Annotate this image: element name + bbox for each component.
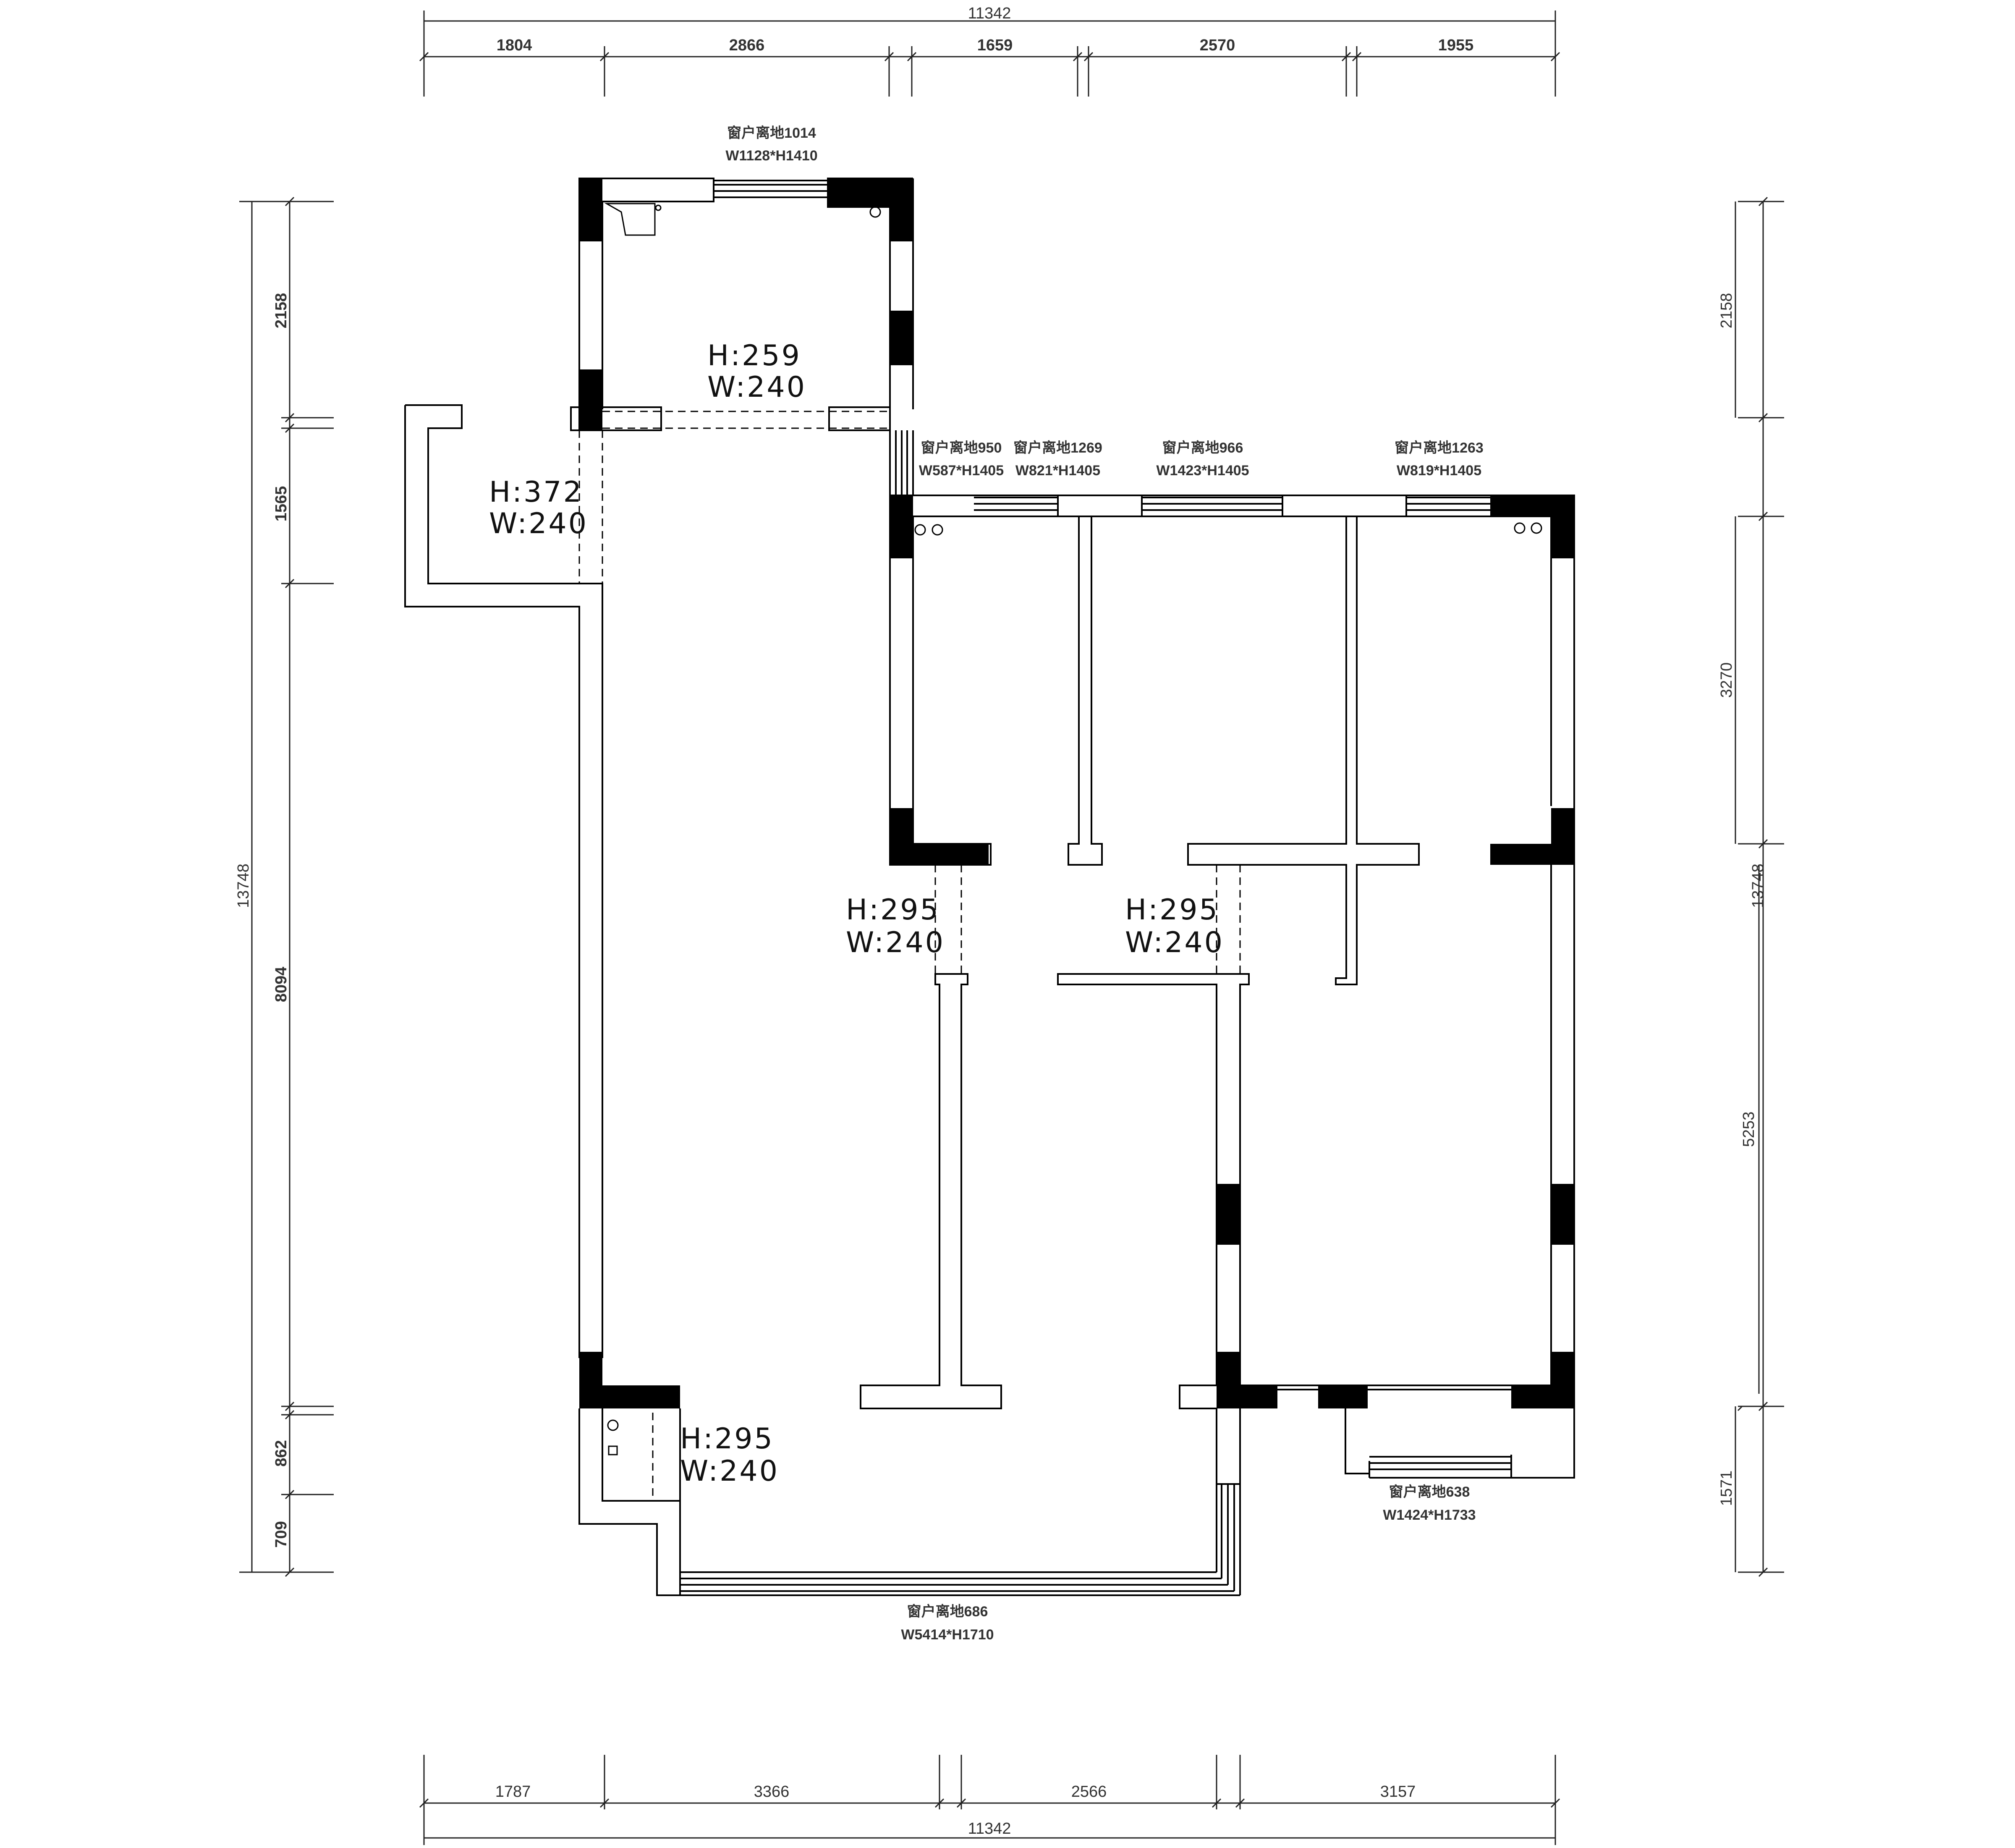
left-dim-3: 8094 <box>272 967 290 1003</box>
right-dim-4: 1571 <box>1718 1471 1735 1506</box>
bottom-dim-2: 3366 <box>754 1783 790 1801</box>
window-label-bedroom-2: 窗户离地966 W1423*H1405 <box>1156 440 1249 479</box>
walls <box>404 178 1575 1596</box>
top-total-dim: 11342 <box>968 5 1011 22</box>
window-sill-height: 窗户离地1263 <box>1395 440 1484 456</box>
opening-width: W:240 <box>846 926 945 959</box>
window-sill-height: 窗户离地638 <box>1389 1484 1470 1500</box>
top-dim-4: 2570 <box>1200 37 1235 54</box>
opening-label-bedroom-2: H:295 W:240 <box>1125 893 1224 959</box>
window-sill-height: 窗户离地1014 <box>727 125 816 141</box>
left-dim-2: 1565 <box>272 486 290 522</box>
door-openings <box>578 411 1241 1501</box>
right-dim-3: 5253 <box>1740 1112 1758 1147</box>
right-dim-2: 3270 <box>1718 662 1735 698</box>
window-size: W821*H1405 <box>1015 463 1100 479</box>
window-size: W5414*H1710 <box>901 1627 994 1643</box>
top-dim-3: 1659 <box>977 37 1013 54</box>
window-label-kitchen: 窗户离地1014 W1128*H1410 <box>725 125 817 164</box>
window-sill-height: 窗户离地1269 <box>1013 440 1102 456</box>
opening-height: H:259 <box>707 339 801 372</box>
opening-width: W:240 <box>707 371 806 404</box>
dimension-left <box>239 196 334 1577</box>
opening-label-corridor: H:372 W:240 <box>489 476 588 540</box>
window-label-bedroom-1: 窗户离地950 W587*H1405 <box>919 440 1004 479</box>
opening-label-bathroom: H:295 W:240 <box>680 1422 779 1488</box>
top-dim-2: 2866 <box>729 37 765 54</box>
opening-width: W:240 <box>680 1455 779 1488</box>
window-label-bedroom-3: 窗户离地1263 W819*H1405 <box>1395 440 1484 479</box>
opening-width: W:240 <box>1125 926 1224 959</box>
right-total-dim: 13748 <box>1749 864 1767 908</box>
left-dim-1: 2158 <box>272 293 290 329</box>
dimension-bottom <box>419 1755 1560 1845</box>
left-dim-5: 709 <box>272 1521 290 1547</box>
window-size: W1423*H1405 <box>1156 463 1249 479</box>
dimension-top <box>419 10 1560 97</box>
right-dim-1: 2158 <box>1718 293 1735 329</box>
window-size: W1424*H1733 <box>1383 1507 1476 1523</box>
bottom-total-dim: 11342 <box>968 1820 1011 1838</box>
window-label-living: 窗户离地686 W5414*H1710 <box>901 1603 994 1643</box>
opening-label-kitchen: H:259 W:240 <box>707 339 806 404</box>
window-label-balcony: 窗户离地638 W1424*H1733 <box>1383 1484 1476 1523</box>
window-sill-height: 窗户离地966 <box>1162 440 1243 456</box>
opening-height: H:295 <box>1125 893 1219 927</box>
bottom-dim-1: 1787 <box>495 1783 531 1801</box>
top-dim-1: 1804 <box>497 37 532 54</box>
dimension-right <box>1735 196 1784 1577</box>
opening-height: H:295 <box>846 893 940 927</box>
window-sill-height: 窗户离地950 <box>921 440 1002 456</box>
fixtures <box>604 203 1542 1455</box>
left-total-dim: 13748 <box>235 864 252 908</box>
window-label-bedroom-1b: 窗户离地1269 W821*H1405 <box>1013 440 1102 479</box>
window-size: W1128*H1410 <box>725 148 817 164</box>
opening-label-bedroom-1: H:295 W:240 <box>846 893 945 959</box>
left-dim-4: 862 <box>272 1440 290 1466</box>
opening-height: H:295 <box>680 1422 774 1455</box>
top-dim-5: 1955 <box>1438 37 1474 54</box>
structural-columns <box>579 178 1574 1408</box>
window-sill-height: 窗户离地686 <box>907 1603 988 1620</box>
range-hood-icon <box>604 203 656 236</box>
bottom-dim-4: 3157 <box>1380 1783 1416 1801</box>
opening-width: W:240 <box>489 507 588 540</box>
window-size: W819*H1405 <box>1397 463 1481 479</box>
bottom-dim-3: 2566 <box>1071 1783 1107 1801</box>
window-size: W587*H1405 <box>919 463 1004 479</box>
opening-height: H:372 <box>489 476 583 509</box>
